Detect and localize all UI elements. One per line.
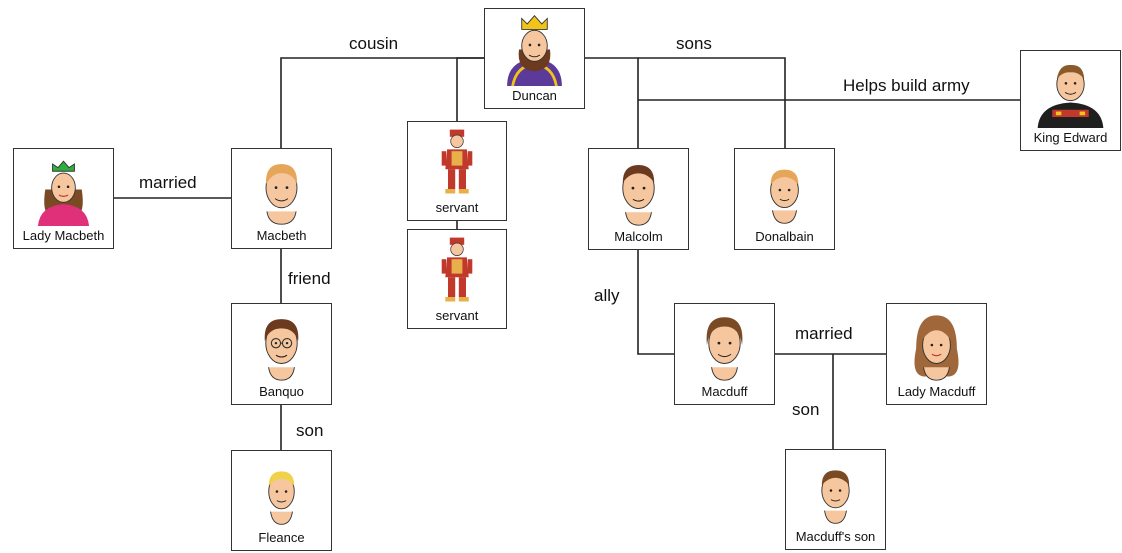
relation-friend: friend (288, 269, 331, 288)
name-king-edward: King Edward (1033, 130, 1108, 145)
name-fleance: Fleance (258, 530, 305, 545)
relation-married-macduff: married (795, 324, 853, 343)
name-banquo: Banquo (259, 384, 304, 399)
node-king-edward: King Edward (1020, 50, 1121, 151)
node-macbeth: Macbeth (231, 148, 332, 249)
node-lady-macbeth: Lady Macbeth (13, 148, 114, 249)
macbeth-face-icon (265, 163, 298, 225)
relation-married-macbeth: married (139, 173, 197, 192)
servant-icon (441, 237, 473, 302)
lady-macduff-face-icon (914, 315, 959, 381)
node-servant-2: servant (407, 229, 507, 329)
donalbain-face-icon (770, 169, 799, 224)
name-servant-1: servant (435, 200, 479, 215)
macduffs-son-face-icon (821, 470, 850, 524)
banquo-face-icon (264, 319, 299, 381)
node-macduffs-son: Macduff's son (785, 449, 886, 550)
node-duncan: Duncan (484, 8, 585, 109)
queen-icon (37, 160, 90, 226)
sons-line-donalbain (638, 57, 786, 148)
node-macduff: Macduff (674, 303, 775, 405)
macduff-face-icon (706, 317, 743, 381)
name-macduffs-son: Macduff's son (795, 529, 876, 544)
name-macbeth: Macbeth (256, 228, 307, 243)
cousin-line (280, 57, 484, 148)
node-fleance: Fleance (231, 450, 332, 551)
sons-line-malcolm (585, 57, 639, 148)
relation-helps-build-army: Helps build army (843, 76, 970, 95)
malcolm-face-icon (622, 165, 655, 226)
name-lady-macduff: Lady Macduff (897, 384, 976, 399)
name-malcolm: Malcolm (614, 229, 663, 244)
ally-line (637, 250, 674, 355)
relation-sons: sons (676, 34, 712, 53)
node-donalbain: Donalbain (734, 148, 835, 250)
name-donalbain: Donalbain (755, 229, 814, 244)
name-macduff: Macduff (701, 384, 748, 399)
servant-icon (441, 129, 473, 194)
servant-line (456, 57, 484, 121)
node-banquo: Banquo (231, 303, 332, 405)
node-malcolm: Malcolm (588, 148, 689, 250)
name-lady-macbeth: Lady Macbeth (22, 228, 105, 243)
relation-cousin: cousin (349, 34, 399, 53)
relation-son-macduff: son (792, 400, 820, 419)
relation-son-banquo: son (296, 421, 324, 440)
name-duncan: Duncan (512, 88, 557, 103)
king-edward-icon (1037, 64, 1104, 128)
king-icon (507, 15, 562, 87)
node-servant-1: servant (407, 121, 507, 221)
name-servant-2: servant (435, 308, 479, 323)
relation-ally: ally (594, 286, 620, 305)
node-lady-macduff: Lady Macduff (886, 303, 987, 405)
fleance-face-icon (268, 471, 295, 525)
